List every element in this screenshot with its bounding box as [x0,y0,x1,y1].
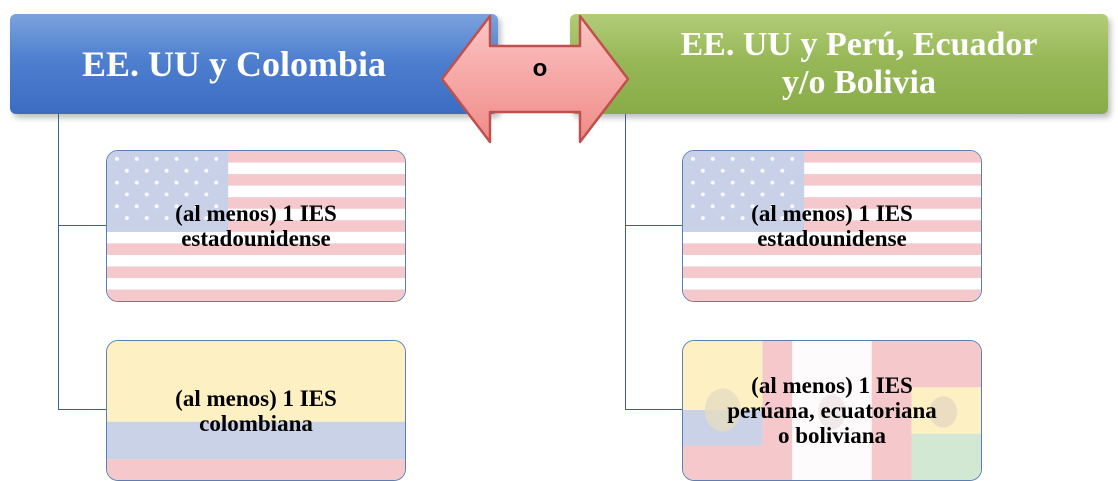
usa-ies-label-left: (al menos) 1 IES estadounidense [175,201,337,251]
andean-ies-label: (al menos) 1 IES perúana, ecuatoriana o … [727,373,937,448]
or-label: o [532,55,548,82]
colombia-group-title: EE. UU y Colombia [81,44,387,84]
andean-group-header: EE. UU y Perú, Ecuador y/o Bolivia [570,14,1108,114]
left-connector-usa [58,225,106,226]
ecuador-peru-bolivia-flags-icon [683,341,981,480]
right-vertical-connector [625,114,626,410]
colombia-ies-label: (al menos) 1 IES colombiana [175,385,337,436]
colombia-group-header: EE. UU y Colombia [10,14,498,114]
left-connector-colombia [58,409,106,410]
andean-ies-card: (al menos) 1 IES perúana, ecuatoriana o … [682,340,982,481]
right-connector-andean [625,409,682,410]
right-connector-usa [625,225,682,226]
usa-flag-icon [107,151,405,301]
usa-ies-card-left: (al menos) 1 IES estadounidense [106,150,406,302]
andean-group-title: EE. UU y Perú, Ecuador y/o Bolivia [680,26,1038,101]
usa-ies-card-right: (al menos) 1 IES estadounidense [682,150,982,302]
colombia-ies-card: (al menos) 1 IES colombiana [106,340,406,481]
usa-ies-label-right: (al menos) 1 IES estadounidense [751,201,913,251]
colombia-flag-icon [107,341,405,480]
double-arrow-icon [440,14,630,144]
left-vertical-connector [58,114,59,410]
usa-flag-icon [683,151,981,301]
